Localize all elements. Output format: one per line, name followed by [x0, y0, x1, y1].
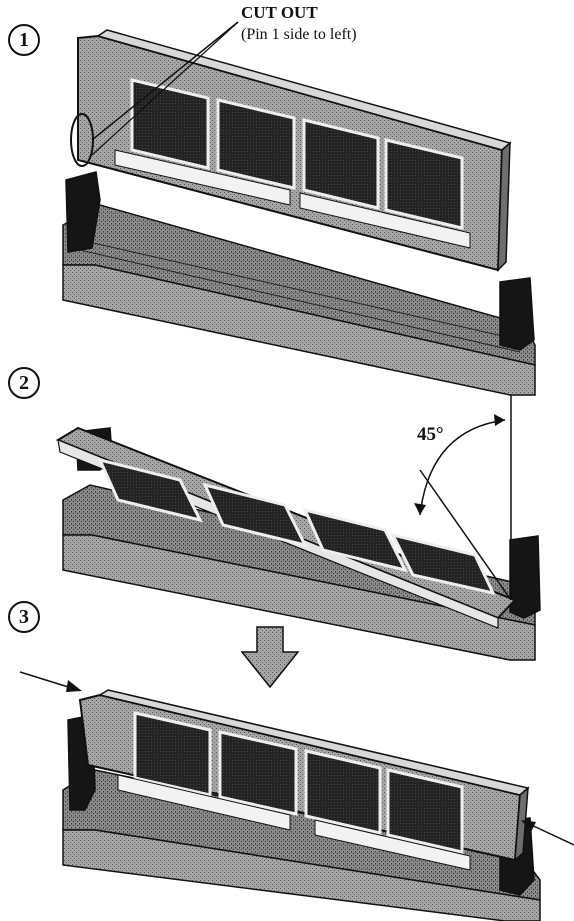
step1-left-latch [65, 171, 101, 253]
step-3-badge: 3 [8, 601, 40, 633]
angled-guide-line [419, 469, 512, 601]
angle-arc [419, 419, 506, 516]
step3-memory-module [78, 689, 530, 871]
step2-illustration [55, 395, 541, 661]
step2-memory-module [55, 426, 517, 629]
insert-down-arrow [240, 626, 300, 689]
step1-illustration [62, 21, 536, 396]
step-2-badge: 2 [8, 367, 40, 399]
step1-right-latch [499, 277, 535, 351]
cut-out-label: CUT OUT [241, 3, 318, 22]
cut-out-sublabel: (Pin 1 side to left) [241, 26, 357, 43]
step2-right-latch [509, 535, 541, 619]
step-1-badge: 1 [8, 24, 40, 56]
step1-memory-slot [62, 171, 536, 396]
step3-illustration [19, 626, 574, 921]
step1-memory-module [70, 29, 512, 272]
cut-out-leader-line [91, 21, 239, 141]
angle-label: 45° [417, 424, 444, 445]
